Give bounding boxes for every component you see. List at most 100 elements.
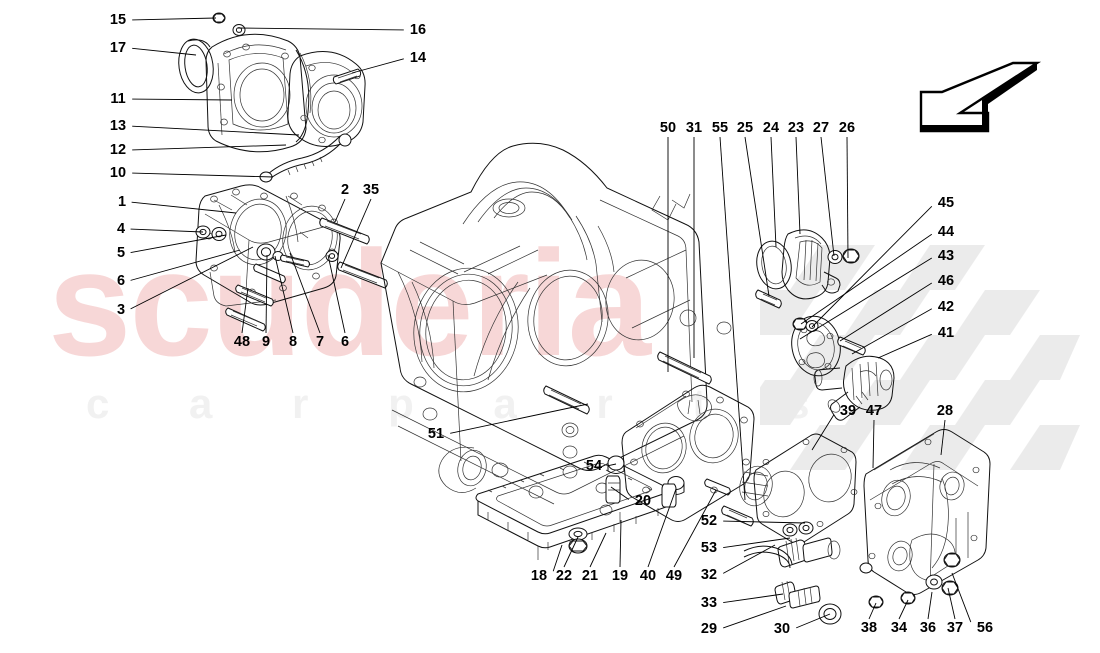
leader-line-56 <box>951 572 972 623</box>
leader-line-13 <box>132 125 300 136</box>
leader-line-24 <box>770 136 777 248</box>
callout-label-50: 50 <box>659 119 677 136</box>
leader-line-6 <box>130 249 241 281</box>
callout-label-53: 53 <box>700 539 718 556</box>
callout-label-27: 27 <box>812 119 830 136</box>
leader-line-5 <box>130 234 227 254</box>
leader-line-48 <box>241 287 249 334</box>
callout-label-5: 5 <box>116 244 126 261</box>
leader-line-7 <box>289 252 321 334</box>
leader-line-11 <box>132 98 233 101</box>
leader-line-3 <box>130 246 254 310</box>
callout-label-55: 55 <box>711 119 729 136</box>
leader-line-29 <box>723 605 787 629</box>
callout-label-2: 2 <box>340 181 350 198</box>
subtitle-watermark: c a r p a r t s <box>86 380 844 427</box>
leader-line-51 <box>450 403 589 434</box>
callout-label-22: 22 <box>555 567 573 584</box>
leader-line-19 <box>619 519 622 568</box>
callout-label-47: 47 <box>865 402 883 419</box>
callout-label-10: 10 <box>109 164 127 181</box>
leader-line-26 <box>846 136 849 259</box>
leader-line-16 <box>237 27 404 31</box>
leader-line-54 <box>608 463 617 467</box>
clutch-bearing-housing-assembly <box>178 12 366 183</box>
leader-line-32 <box>722 544 776 574</box>
callout-label-30: 30 <box>773 620 791 637</box>
callout-label-31: 31 <box>685 119 703 136</box>
leader-line-38 <box>868 602 877 620</box>
callout-label-29: 29 <box>700 620 718 637</box>
callout-label-6: 6 <box>116 272 126 289</box>
callout-label-4: 4 <box>116 220 126 237</box>
leader-line-12 <box>132 144 287 151</box>
leader-line-39 <box>811 414 835 451</box>
callout-label-17: 17 <box>109 39 127 56</box>
callout-label-49: 49 <box>665 567 683 584</box>
speedometer-drive-housing <box>755 229 860 309</box>
leader-line-1 <box>131 201 237 214</box>
callout-label-35: 35 <box>362 181 380 198</box>
leader-line-55 <box>719 136 746 501</box>
leader-line-53 <box>723 537 791 549</box>
leader-line-18 <box>552 544 563 572</box>
leader-line-14 <box>351 58 404 74</box>
leader-line-28 <box>940 419 946 456</box>
callout-label-24: 24 <box>762 119 780 136</box>
checkered-flag-watermark <box>760 245 1080 470</box>
side-cover-casting <box>859 429 991 609</box>
leader-line-43 <box>799 257 933 340</box>
oil-pan-gasket <box>475 454 731 560</box>
callout-label-18: 18 <box>530 567 548 584</box>
callout-label-23: 23 <box>787 119 805 136</box>
leader-line-10 <box>132 172 274 178</box>
leader-line-4 <box>130 228 204 233</box>
callout-label-13: 13 <box>109 117 127 134</box>
callout-label-19: 19 <box>611 567 629 584</box>
callout-label-14: 14 <box>409 49 427 66</box>
main-gearbox-casing <box>380 142 732 516</box>
callout-label-33: 33 <box>700 594 718 611</box>
callout-label-56: 56 <box>976 619 994 636</box>
leader-line-6b <box>327 254 346 334</box>
leader-line-22 <box>563 536 579 568</box>
callout-label-51: 51 <box>427 425 445 442</box>
leader-line-41 <box>877 333 932 359</box>
leader-line-20 <box>610 486 630 500</box>
leader-line-21 <box>589 532 607 568</box>
leader-line-8 <box>274 255 294 334</box>
callout-label-38: 38 <box>860 619 878 636</box>
leader-line-15 <box>132 17 217 21</box>
leader-line-37 <box>947 587 956 620</box>
callout-label-11: 11 <box>110 90 126 107</box>
leader-line-30 <box>796 613 831 629</box>
callout-label-28: 28 <box>936 402 954 419</box>
callout-label-34: 34 <box>890 619 908 636</box>
leader-line-45 <box>811 205 933 328</box>
callout-label-36: 36 <box>919 619 937 636</box>
direction-arrow <box>919 61 1042 133</box>
leader-line-40 <box>647 488 677 568</box>
leader-line-27 <box>820 136 835 257</box>
rear-cover-plate <box>621 384 858 625</box>
callout-label-20: 20 <box>634 492 652 509</box>
callout-label-8: 8 <box>288 333 298 350</box>
leader-line-17 <box>132 47 197 56</box>
callout-label-40: 40 <box>639 567 657 584</box>
callout-label-25: 25 <box>736 119 754 136</box>
leader-line-49 <box>673 489 717 568</box>
callout-label-44: 44 <box>937 223 955 240</box>
callout-label-16: 16 <box>409 21 427 38</box>
leader-line-33 <box>723 593 784 604</box>
callout-label-37: 37 <box>946 619 964 636</box>
leader-line-36 <box>927 591 933 620</box>
callout-label-21: 21 <box>581 567 599 584</box>
callout-label-45: 45 <box>937 194 955 211</box>
leader-line-46 <box>839 282 933 342</box>
callout-label-6b: 6 <box>340 333 350 350</box>
leader-line-47 <box>872 419 875 469</box>
callout-label-7: 7 <box>315 333 325 350</box>
